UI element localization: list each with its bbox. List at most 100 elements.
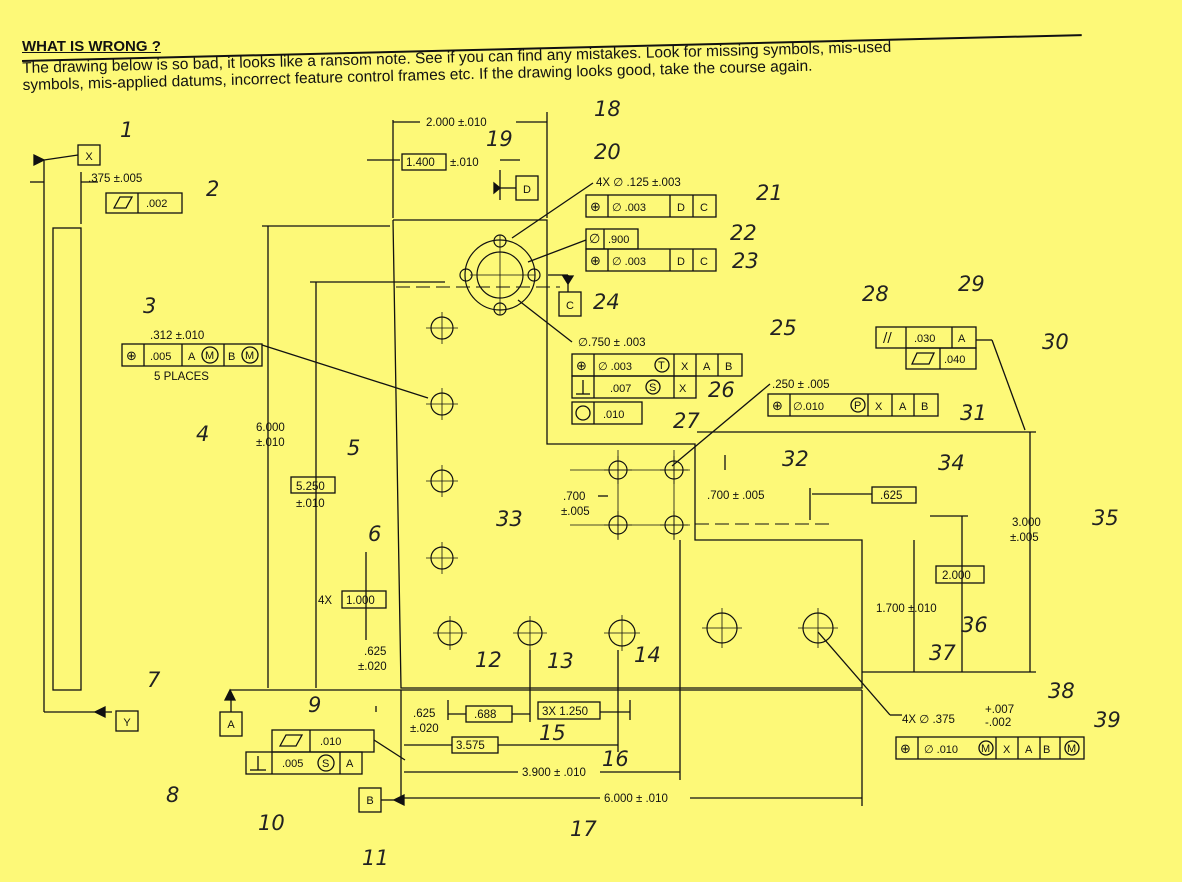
datum-d-label: D: [523, 184, 531, 196]
svg-text:⊕: ⊕: [590, 254, 601, 269]
hole: [426, 312, 458, 344]
fcf23-datum-1: D: [677, 256, 685, 268]
dim-4x: 4X: [318, 595, 332, 607]
fcf21-tol: ∅ .003: [612, 202, 646, 214]
fcf-5-places: ⊕ .005 A M B M .312 ±.010 5 PLACES: [121, 330, 429, 399]
fcf25-tol: ∅ .003: [598, 361, 632, 373]
fcf9-tol: .010: [320, 736, 341, 748]
annotation-number: 37: [929, 641, 956, 665]
dim-3000-tol: ±.005: [1010, 532, 1039, 544]
annotation-number: 2: [206, 177, 219, 201]
fcf-hole-pattern: 4X ∅ .125 ±.003 ⊕ ∅ .003 D C ∅ .900 ⊕ ∅ …: [511, 177, 743, 425]
dim-4x-125: 4X ∅ .125 ±.003: [596, 177, 681, 189]
annotation-number: 31: [960, 401, 987, 425]
svg-text:⊕: ⊕: [576, 359, 587, 374]
fcf2-tol: .002: [146, 198, 167, 210]
hole: [433, 616, 467, 650]
part-outline: [223, 219, 863, 701]
dim-700-b: .700 ± .005: [707, 490, 764, 502]
flatness-icon: [112, 196, 134, 209]
dim-625-v: .625: [364, 646, 386, 658]
annotation-number: 15: [539, 721, 566, 745]
annotation-number: 22: [730, 221, 757, 245]
datum-y-triangle: [93, 705, 106, 719]
annotation-number: 8: [166, 783, 179, 807]
annotation-number: 14: [634, 643, 661, 667]
datum-x-box: [77, 144, 101, 166]
bottom-dimensions: A .010 .005 S A B .625 ±.020 .688: [219, 540, 863, 813]
left-dimensions: 6.000 ±.010 5.250 ±.010 4X 1.000 .625 ±.…: [256, 225, 445, 712]
annotation-number: 3: [143, 294, 156, 318]
fcf23-datum-2: C: [700, 256, 708, 268]
annotation-number: 21: [756, 181, 783, 205]
dim-312: .312 ±.010: [150, 330, 204, 342]
fcf10-tol: .005: [282, 758, 303, 770]
fcf31-modifier: P: [854, 400, 861, 412]
fcf3-datum-1: A: [188, 351, 196, 363]
datum-c-label: C: [566, 300, 574, 312]
dim-375: .375 ±.005: [88, 173, 142, 185]
dim-625-bottom: .625: [413, 708, 435, 720]
dim-250: .250 ± .005: [772, 379, 829, 391]
fcf39-modifier-2: M: [1067, 743, 1076, 755]
datum-x-triangle: [33, 153, 46, 167]
annotation-number: 12: [475, 648, 502, 672]
fcf39-modifier: M: [981, 743, 990, 755]
svg-text:⊕: ⊕: [900, 742, 911, 757]
dim-700-a-tol: ±.005: [561, 506, 590, 518]
annotation-number: 16: [602, 747, 629, 771]
fcf3-modifier-2: M: [245, 350, 254, 362]
dim-2000-right: 2.000: [942, 570, 971, 582]
annotation-number: 33: [496, 507, 523, 531]
fcf26-datum: X: [679, 383, 687, 395]
fcf30-tol: .040: [944, 354, 965, 366]
annotation-number: 25: [770, 316, 797, 340]
dim-625-h: .625: [880, 490, 902, 502]
fcf25-datum-1: X: [681, 361, 689, 373]
fcf3-modifier-1: M: [205, 350, 214, 362]
annotation-number: 27: [673, 409, 700, 433]
annotation-number: 39: [1094, 708, 1121, 732]
dim-625-bottom-tol: ±.020: [410, 723, 439, 735]
fcf26-modifier: S: [649, 382, 656, 394]
fcf-right-block: // .030 A .040 .250 ± .005 ⊕ ∅.010 P X A…: [671, 326, 1041, 673]
svg-text://: //: [883, 331, 892, 346]
annotation-number: 32: [782, 447, 809, 471]
hole: [426, 465, 458, 497]
annotation-number: 9: [308, 693, 321, 717]
dim-4x-375: 4X ∅ .375: [902, 714, 955, 726]
fcf21-datum-2: C: [700, 202, 708, 214]
annotation-number: 11: [362, 846, 389, 870]
fcf31-datum-2: A: [899, 401, 907, 413]
annotation-number: 38: [1048, 679, 1075, 703]
fcf39-datum-1: X: [1003, 744, 1011, 756]
annotation-number: 29: [958, 272, 985, 296]
hole: [798, 608, 838, 648]
datum-a-triangle: [223, 688, 237, 701]
annotation-number: 4: [196, 422, 209, 446]
dim-1700: 1.700 ±.010: [876, 603, 937, 615]
fcf23-tol: ∅ .003: [612, 256, 646, 268]
fcf27-tol: .010: [603, 409, 624, 421]
holes: [426, 234, 838, 651]
fcf22-box: .900: [608, 234, 629, 246]
annotation-number: 30: [1042, 330, 1069, 354]
hole: [513, 616, 547, 650]
dim-1000: 1.000: [346, 595, 375, 607]
dim-6000-v-tol: ±.010: [256, 437, 285, 449]
annotation-number: 24: [593, 290, 620, 314]
annotation-number: 17: [570, 817, 597, 841]
annotation-number: 26: [708, 378, 735, 402]
dim-688: .688: [474, 709, 496, 721]
annotation-number: 28: [862, 282, 889, 306]
svg-text:⊕: ⊕: [126, 349, 137, 364]
fcf29-datum: A: [958, 333, 966, 345]
annotation-number: 36: [961, 613, 988, 637]
fcf25-datum-2: A: [703, 361, 711, 373]
hole: [426, 542, 458, 574]
annotation-number: 5: [347, 436, 360, 460]
fcf25-modifier: T: [658, 360, 665, 372]
